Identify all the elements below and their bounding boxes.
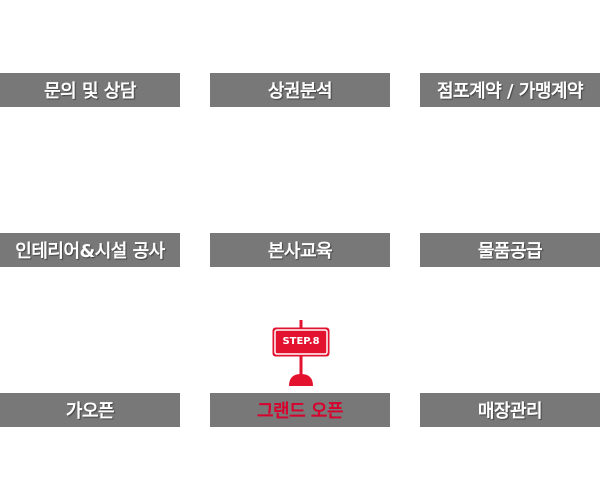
step-1-label: 문의 및 상담 (44, 81, 136, 102)
step-5-label: 본사교육 (267, 241, 333, 262)
step-7-label: 가오픈 (65, 401, 115, 422)
step-9-bar: 매장관리 (420, 393, 600, 427)
step-4-label: 인테리어&시설 공사 (15, 241, 165, 262)
step-3-bar: 점포계약 / 가맹계약 (420, 73, 600, 107)
step-2-bar: 상권분석 (210, 73, 390, 107)
step-7-bar: 가오픈 (0, 393, 180, 427)
step-8-label: 그랜드 오픈 (256, 401, 344, 422)
step-sign-icon: STEP.8 (271, 320, 331, 388)
step-9-label: 매장관리 (477, 401, 543, 422)
step-badge: STEP.8 (282, 335, 320, 347)
step-6-bar: 물품공급 (420, 233, 600, 267)
step-5-bar: 본사교육 (210, 233, 390, 267)
step-4-bar: 인테리어&시설 공사 (0, 233, 180, 267)
step-8-bar-active: 그랜드 오픈 (210, 393, 390, 427)
step-3-label: 점포계약 / 가맹계약 (436, 81, 584, 102)
step-1-bar: 문의 및 상담 (0, 73, 180, 107)
step-6-label: 물품공급 (477, 241, 543, 262)
step-2-label: 상권분석 (267, 81, 333, 102)
